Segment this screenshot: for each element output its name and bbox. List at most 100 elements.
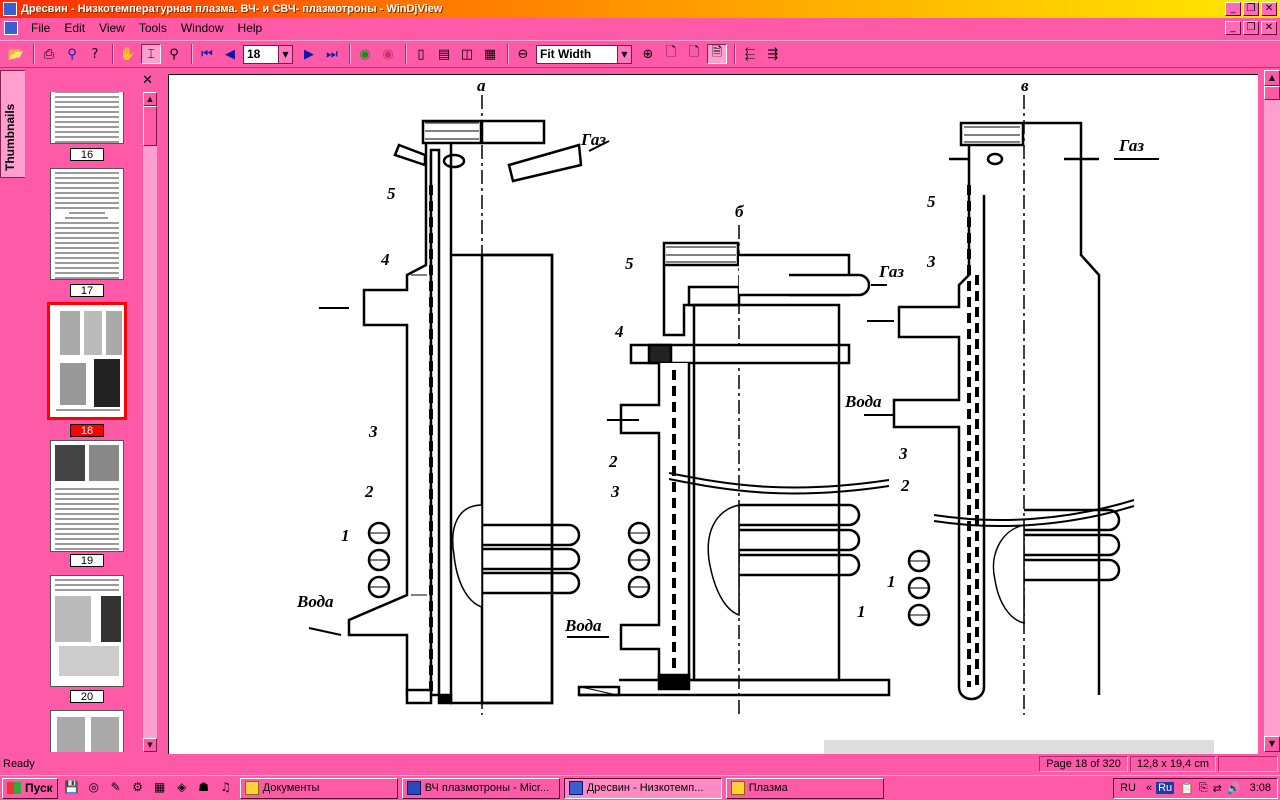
- help-icon[interactable]: ?: [91, 46, 99, 62]
- toolbar-separator: [191, 44, 193, 64]
- doc-close-button[interactable]: ✕: [1261, 21, 1277, 35]
- page-number-combo[interactable]: 18 ▼: [243, 44, 293, 64]
- chevron-down-icon[interactable]: ▼: [278, 45, 292, 63]
- actual-size-icon[interactable]: 🗎: [707, 44, 727, 64]
- windjview-icon: [568, 781, 583, 795]
- thumbnail-label[interactable]: 19: [70, 554, 104, 567]
- find-icon[interactable]: ⚲: [67, 46, 77, 62]
- minimize-button[interactable]: _: [1225, 2, 1241, 16]
- task-plasma[interactable]: Плазма: [725, 777, 884, 799]
- taskbar: Пуск 💾 ◎ ✎ ⚙ ▦ ◈ ☗ ♫ Документы ВЧ плазмо…: [0, 775, 1280, 800]
- thumbnail-page-16[interactable]: [50, 92, 124, 144]
- volume-icon[interactable]: 🔊: [1226, 781, 1241, 795]
- rotate-right-icon[interactable]: ⇶: [767, 46, 779, 62]
- browser-icon[interactable]: ◎: [88, 780, 99, 794]
- sync-icon[interactable]: ⇄: [1212, 781, 1222, 795]
- label-1v: 1: [887, 572, 896, 591]
- device-icon[interactable]: ⎘: [1198, 781, 1208, 794]
- save-icon[interactable]: 💾: [64, 780, 80, 794]
- clock: 3:08: [1249, 782, 1271, 794]
- thumbnail-page-20[interactable]: [50, 575, 124, 687]
- chevron-down-icon[interactable]: ▼: [617, 45, 631, 63]
- thumbnails-panel: ✕ 16 17 18: [25, 70, 157, 752]
- doc-restore-button[interactable]: ❐: [1243, 21, 1259, 35]
- start-button[interactable]: Пуск: [2, 777, 58, 799]
- scroll-up-icon[interactable]: ▲: [143, 92, 157, 106]
- document-icon[interactable]: [4, 21, 18, 35]
- thumbnail-label[interactable]: 20: [70, 690, 104, 703]
- continuous-facing-icon[interactable]: ▦: [483, 46, 497, 62]
- thumbnails-tab[interactable]: Thumbnails: [0, 70, 25, 178]
- thumbnail-scrollbar[interactable]: ▲ ▼: [143, 92, 157, 752]
- thumbnail-page-18[interactable]: [47, 302, 127, 420]
- folder-icon: [244, 781, 259, 795]
- document-page[interactable]: а б в Газ Газ Газ Вода Вода Вода 5 4 3 2…: [168, 74, 1258, 764]
- task-label: ВЧ плазмотроны - Micr...: [424, 782, 550, 794]
- menu-edit[interactable]: Edit: [64, 21, 86, 35]
- zoom-out-icon[interactable]: ⊖: [517, 46, 529, 62]
- menu-file[interactable]: File: [31, 21, 51, 35]
- rotate-left-icon[interactable]: ⬱: [744, 46, 756, 62]
- print-icon[interactable]: ⎙: [43, 46, 55, 62]
- forward-icon[interactable]: ◉: [382, 46, 394, 62]
- next-page-icon[interactable]: ▶: [304, 46, 314, 62]
- label-4b: 4: [614, 322, 624, 341]
- fit-width-icon[interactable]: 🗋: [688, 45, 700, 60]
- back-icon[interactable]: ◉: [359, 46, 371, 62]
- select-tool-icon[interactable]: ⌶: [141, 44, 161, 64]
- open-folder-icon[interactable]: 📂: [7, 46, 25, 62]
- music-icon[interactable]: ♫: [220, 780, 232, 794]
- network-icon[interactable]: ⚙: [132, 780, 144, 794]
- first-page-icon[interactable]: ⏮: [201, 46, 213, 62]
- media-icon[interactable]: ◈: [177, 780, 187, 794]
- thumbnail-page-21[interactable]: [50, 710, 124, 752]
- language-indicator[interactable]: RU: [1120, 782, 1136, 794]
- scroll-thumb[interactable]: [1264, 86, 1280, 100]
- thumbnail-page-17[interactable]: [50, 168, 124, 280]
- document-view[interactable]: а б в Газ Газ Газ Вода Вода Вода 5 4 3 2…: [160, 70, 1280, 764]
- thumbnail-label[interactable]: 16: [70, 148, 104, 161]
- scroll-down-icon[interactable]: ▼: [143, 738, 157, 752]
- pencil-icon[interactable]: ✎: [110, 780, 121, 794]
- label-gas-b: Газ: [878, 262, 904, 281]
- people-icon[interactable]: ☗: [198, 780, 210, 794]
- facing-pages-icon[interactable]: ◫: [460, 46, 474, 62]
- last-page-icon[interactable]: ⏭: [326, 46, 338, 62]
- task-label: Документы: [262, 782, 320, 794]
- document-scrollbar[interactable]: ▲ ▼: [1264, 70, 1280, 752]
- task-label: Плазма: [748, 782, 788, 794]
- menu-view[interactable]: View: [99, 21, 125, 35]
- menu-window[interactable]: Window: [180, 21, 224, 35]
- keyboard-layout-icon[interactable]: Ru: [1156, 782, 1175, 794]
- clipboard-icon[interactable]: 📋: [1180, 781, 1194, 795]
- thumbnail-label[interactable]: 17: [70, 284, 104, 297]
- zoom-in-icon[interactable]: ⊕: [642, 46, 654, 62]
- task-documents[interactable]: Документы: [239, 777, 398, 799]
- hand-tool-icon[interactable]: ✋: [119, 46, 137, 62]
- close-button[interactable]: ✕: [1261, 2, 1277, 16]
- menu-help[interactable]: Help: [237, 21, 263, 35]
- tray-expand-icon[interactable]: «: [1145, 782, 1153, 794]
- zoom-combo[interactable]: Fit Width ▼: [536, 44, 632, 64]
- menu-tools[interactable]: Tools: [138, 21, 167, 35]
- task-word[interactable]: ВЧ плазмотроны - Micr...: [401, 777, 560, 799]
- page-number-value: 18: [247, 47, 261, 61]
- continuous-icon[interactable]: ▤: [437, 46, 451, 62]
- single-page-icon[interactable]: ▯: [417, 46, 425, 62]
- thumbnail-label-selected[interactable]: 18: [70, 424, 104, 437]
- zoom-tool-icon[interactable]: ⚲: [169, 46, 179, 62]
- scroll-up-icon[interactable]: ▲: [1264, 70, 1280, 86]
- label-3b: 3: [610, 482, 620, 501]
- label-5b: 5: [625, 254, 634, 273]
- task-windjview[interactable]: Дресвин - Низкотемп...: [563, 777, 722, 799]
- doc-minimize-button[interactable]: _: [1225, 21, 1241, 35]
- restore-button[interactable]: ❐: [1243, 2, 1259, 16]
- calculator-icon[interactable]: ▦: [154, 780, 166, 794]
- scroll-down-icon[interactable]: ▼: [1264, 736, 1280, 752]
- fit-page-icon[interactable]: 🗋: [665, 45, 677, 60]
- close-icon[interactable]: ✕: [142, 73, 153, 88]
- scroll-thumb[interactable]: [143, 106, 157, 146]
- status-panel-empty: [1218, 756, 1278, 772]
- thumbnail-page-19[interactable]: [50, 440, 124, 552]
- previous-page-icon[interactable]: ◀: [225, 46, 235, 62]
